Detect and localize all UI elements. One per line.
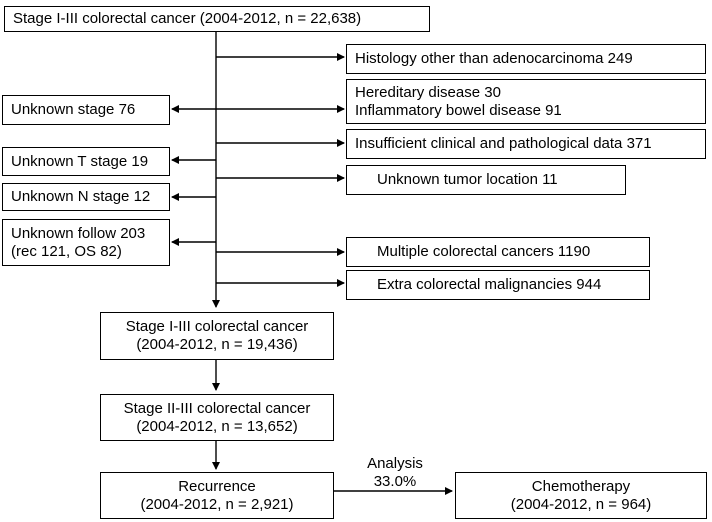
cohort-text: (2004-2012, n = 2,921): [140, 495, 294, 513]
exclusion-text: Unknown T stage 19: [11, 152, 149, 170]
exclusion-box-unknown-follow: Unknown follow 203 (rec 121, OS 82): [2, 219, 170, 266]
exclusion-box-tumor-location: Unknown tumor location 11: [346, 165, 626, 195]
exclusion-box-extra: Extra colorectal malignancies 944: [346, 270, 650, 300]
exclusion-text: Unknown tumor location 11: [377, 171, 558, 188]
cohort-text: Stage I-III colorectal cancer: [125, 318, 309, 335]
cohort-box-recurrence: Recurrence (2004-2012, n = 2,921): [100, 472, 334, 519]
cohort-box-chemotherapy: Chemotherapy (2004-2012, n = 964): [455, 472, 707, 519]
exclusion-text: Unknown follow 203: [11, 224, 146, 242]
exclusion-text: Extra colorectal malignancies 944: [377, 276, 602, 293]
top-cohort-text: Stage I-III colorectal cancer (2004-2012…: [13, 10, 362, 27]
exclusion-box-unknown-t: Unknown T stage 19: [2, 147, 170, 176]
exclusion-box-unknown-stage: Unknown stage 76: [2, 95, 170, 125]
exclusion-box-multiple: Multiple colorectal cancers 1190: [346, 237, 650, 267]
cohort-text: Chemotherapy: [531, 477, 631, 495]
cohort-text: (2004-2012, n = 19,436): [136, 336, 298, 353]
cohort-box-stage-ii-iii: Stage II-III colorectal cancer (2004-201…: [100, 394, 334, 441]
top-cohort-box: Stage I-III colorectal cancer (2004-2012…: [4, 6, 430, 32]
exclusion-box-histology: Histology other than adenocarcinoma 249: [346, 44, 706, 74]
analysis-arrow-label: Analysis 33.0%: [350, 455, 440, 491]
analysis-label-text: Analysis: [367, 455, 423, 472]
exclusion-box-hereditary: Hereditary disease 30 Inflammatory bowel…: [346, 79, 706, 124]
exclusion-text: Hereditary disease 30: [355, 83, 501, 101]
cohort-text: (2004-2012, n = 13,652): [136, 417, 298, 435]
cohort-text: (2004-2012, n = 964): [510, 495, 652, 513]
exclusion-text: Multiple colorectal cancers 1190: [377, 243, 591, 260]
exclusion-text: Unknown N stage 12: [11, 188, 151, 205]
exclusion-text: Histology other than adenocarcinoma 249: [355, 50, 633, 67]
analysis-percent-text: 33.0%: [373, 473, 417, 490]
cohort-text: Recurrence: [178, 477, 256, 495]
exclusion-box-insufficient: Insufficient clinical and pathological d…: [346, 129, 706, 159]
cohort-box-stage-i-iii: Stage I-III colorectal cancer (2004-2012…: [100, 312, 334, 360]
exclusion-text: (rec 121, OS 82): [11, 242, 122, 260]
cohort-text: Stage II-III colorectal cancer: [123, 399, 311, 417]
exclusion-text: Inflammatory bowel disease 91: [355, 101, 562, 119]
exclusion-box-unknown-n: Unknown N stage 12: [2, 183, 170, 211]
exclusion-text: Unknown stage 76: [11, 101, 136, 118]
exclusion-text: Insufficient clinical and pathological d…: [355, 135, 652, 152]
